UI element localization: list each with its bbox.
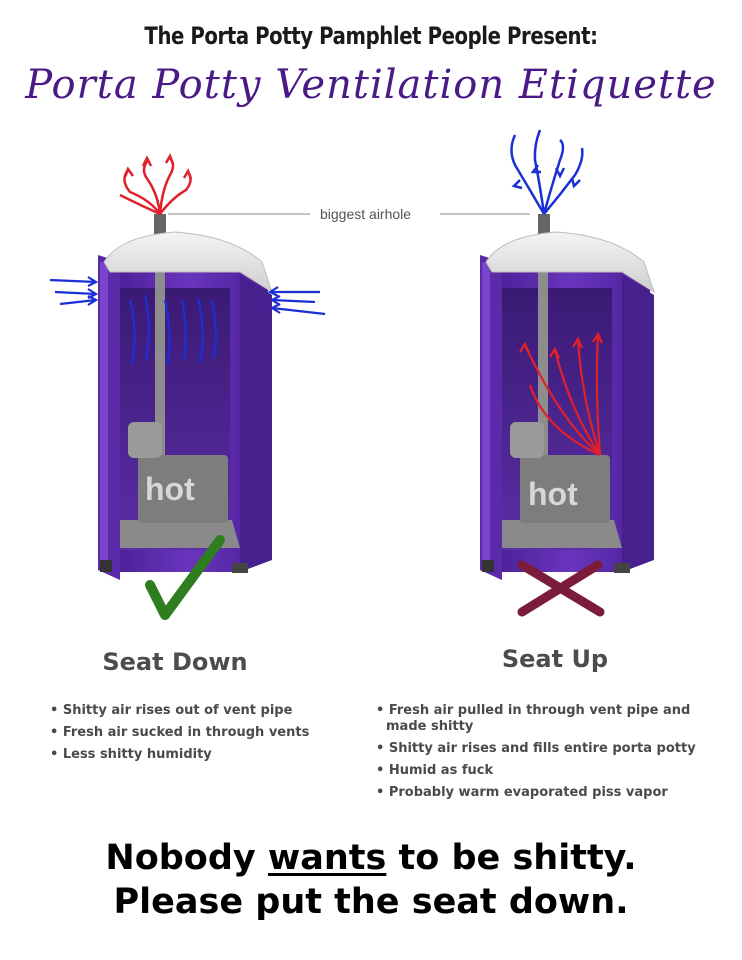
list-item: Humid as fuck	[376, 763, 696, 779]
list-item: Fresh air pulled in through vent pipe an…	[376, 703, 696, 735]
list-item: Less shitty humidity	[50, 747, 350, 763]
presenter-line: The Porta Potty Pamphlet People Present:	[144, 22, 598, 50]
cross-mark-icon	[517, 560, 605, 617]
list-item: Fresh air sucked in through vents	[50, 725, 350, 741]
left-potty	[98, 214, 273, 580]
seat-up	[510, 422, 544, 458]
footer-line-1-end: to be shitty.	[386, 838, 637, 878]
left-fresh-air-arrows	[49, 276, 326, 366]
toilet-tank	[138, 455, 228, 523]
seat-up-heading: Seat Up	[501, 645, 609, 673]
seat-down-heading: Seat Down	[102, 648, 248, 676]
right-fresh-air-arrows	[510, 129, 584, 215]
footer-line-1: Nobody wants to be shitty.	[0, 838, 742, 878]
ventilation-illustration: hot	[49, 129, 655, 620]
seat-down-list: Shitty air rises out of vent pipe Fresh …	[50, 703, 350, 769]
right-foul-air-arrows	[519, 331, 604, 457]
left-tank-label: hot	[145, 471, 195, 507]
left-foul-air-arrows	[119, 153, 193, 216]
list-item: Probably warm evaporated piss vapor	[376, 785, 696, 801]
toilet-tank	[520, 455, 610, 523]
footer-emphasis: wants	[267, 838, 387, 878]
footer-line-1-start: Nobody	[105, 838, 268, 878]
airhole-label: biggest airhole	[316, 206, 416, 222]
right-tank-label: hot	[528, 476, 578, 512]
list-item: Shitty air rises and fills entire porta …	[376, 741, 696, 757]
footer-line-2: Please put the seat down.	[113, 882, 629, 922]
check-mark-icon	[145, 535, 225, 620]
list-item: Shitty air rises out of vent pipe	[50, 703, 350, 719]
seat-down	[128, 422, 162, 458]
page-title: Porta Potty Ventilation Etiquette	[25, 62, 717, 108]
seat-up-list: Fresh air pulled in through vent pipe an…	[376, 703, 696, 807]
right-potty	[480, 214, 655, 580]
